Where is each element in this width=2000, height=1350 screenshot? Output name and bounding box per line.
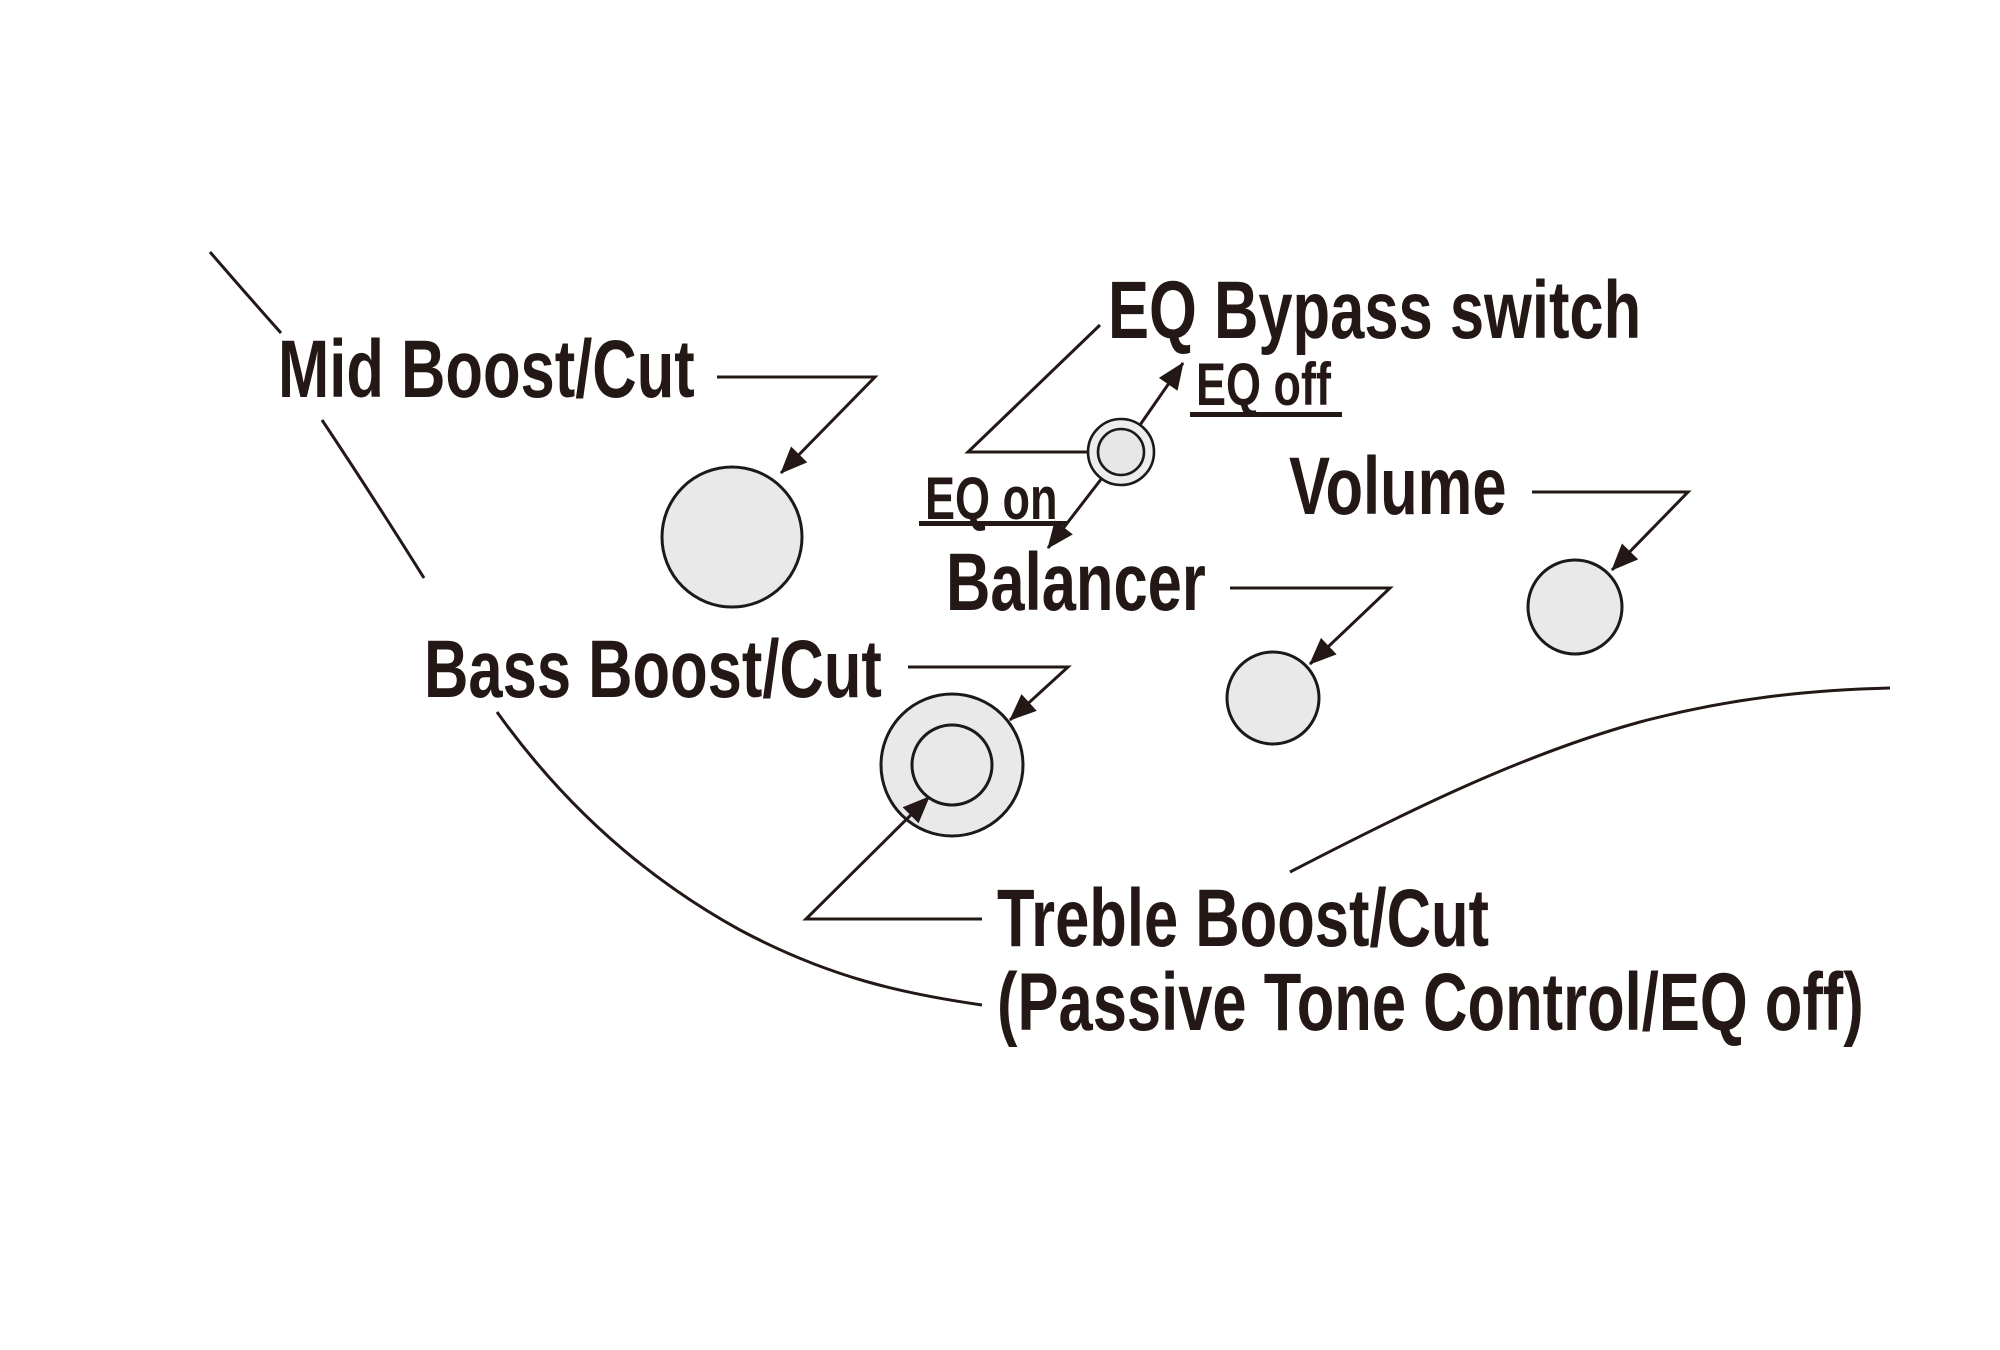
eq-bypass-switch-label: EQ Bypass switch	[1108, 265, 1642, 356]
treble-boost-cut-label-line1: Treble Boost/Cut	[997, 873, 1490, 964]
guitar-body-outline-right	[1289, 686, 1891, 874]
eq-on-underline	[919, 521, 1067, 526]
balancer-leader-arrow	[1230, 586, 1394, 666]
treble-boost-cut-label: Treble Boost/Cut (Passive Tone Control/E…	[997, 877, 1864, 1045]
treble-boost-cut-knob	[910, 723, 994, 807]
eq-off-label: EQ off	[1196, 351, 1331, 418]
balancer-knob	[1225, 650, 1321, 746]
treble-boost-cut-label-line2: (Passive Tone Control/EQ off)	[997, 957, 1864, 1048]
eq-on-label: EQ on	[925, 465, 1058, 532]
eq-bypass-switch-knob-cap	[1096, 427, 1146, 477]
mid-boost-cut-knob	[660, 465, 804, 609]
eq-on-direction-arrow	[1046, 477, 1104, 549]
volume-label: Volume	[1289, 441, 1507, 532]
volume-knob	[1526, 558, 1624, 656]
balancer-label: Balancer	[946, 537, 1206, 628]
mid-boost-cut-leader-arrow	[717, 375, 879, 475]
volume-leader-arrow	[1532, 490, 1692, 572]
bass-boost-cut-label: Bass Boost/Cut	[424, 624, 882, 715]
guitar-body-outline-left	[208, 251, 983, 1007]
treble-boost-cut-leader-arrow	[802, 795, 982, 921]
bass-boost-cut-leader-arrow	[908, 665, 1072, 722]
eq-off-underline	[1190, 412, 1342, 417]
eq-bypass-switch-leader	[964, 323, 1102, 454]
eq-off-direction-arrow	[1138, 362, 1185, 426]
mid-boost-cut-label: Mid Boost/Cut	[278, 324, 695, 415]
